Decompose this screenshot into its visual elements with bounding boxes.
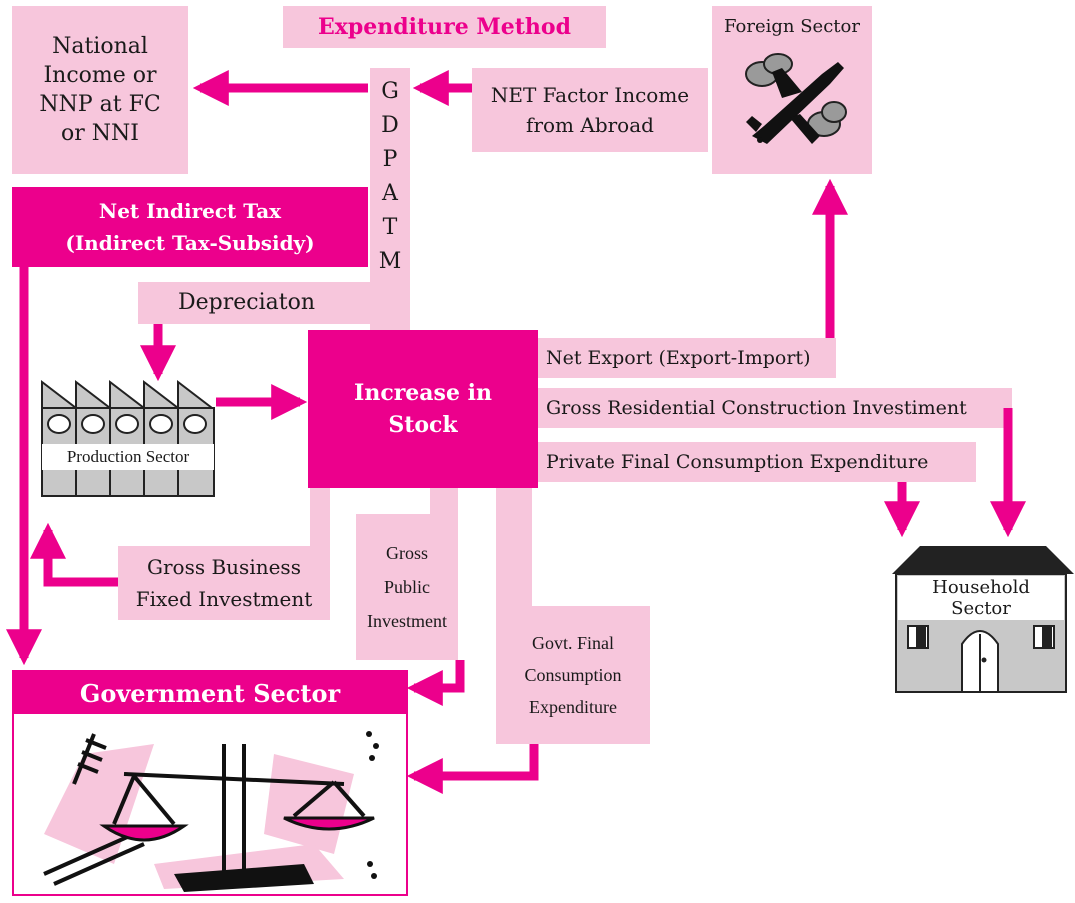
depreciation-box: Depreciaton	[138, 282, 410, 324]
gross-public-line: Public	[383, 577, 430, 597]
govt-final-line: Govt. Final	[531, 633, 614, 653]
expenditure-method-title: Expenditure Method	[283, 6, 606, 48]
gdpatm-letter: P	[382, 147, 398, 172]
gross-business-line: Gross Business	[147, 555, 301, 579]
net-indirect-tax-box: Net Indirect Tax (Indirect Tax-Subsidy)	[12, 187, 368, 267]
foreign-sector-box: Foreign Sector	[712, 6, 872, 174]
household-sector-line: Household	[932, 577, 1030, 598]
gdpatm-letter: G	[381, 79, 399, 104]
gdpatm-letter: M	[378, 249, 402, 274]
net-indirect-tax-line: Net Indirect Tax	[98, 199, 282, 223]
government-sector-box: Government Sector	[12, 670, 408, 896]
govt-final-line: Expenditure	[529, 697, 617, 717]
net-factor-income-line: from Abroad	[526, 113, 654, 137]
net-indirect-tax-line: (Indirect Tax-Subsidy)	[65, 231, 315, 255]
govt-final-strip	[496, 488, 532, 613]
private-final-box: Private Final Consumption Expenditure	[538, 442, 976, 482]
gdpatm-letter: T	[382, 215, 398, 240]
national-income-line: Income or	[43, 63, 157, 88]
national-income-box: National Income or NNP at FC or NNI	[12, 6, 188, 174]
gross-residential-box: Gross Residential Construction Investime…	[538, 388, 1012, 428]
govt-final-box: Govt. Final Consumption Expenditure	[496, 606, 650, 744]
national-income-line: National	[52, 34, 148, 59]
net-factor-income-box: NET Factor Income from Abroad	[472, 68, 708, 152]
increase-in-stock-line: Increase in	[354, 380, 492, 406]
household-sector-building: Household Sector	[890, 544, 1074, 694]
gross-public-box: Gross Public Investment	[356, 514, 458, 660]
arrow-gross-business-to-production	[30, 522, 118, 587]
gdpatm-label: G D P A T M	[370, 72, 410, 282]
gdpatm-letter: D	[381, 113, 399, 138]
arrow-govt-final-to-government	[406, 744, 539, 794]
national-income-line: NNP at FC	[39, 92, 161, 117]
gross-public-line: Investment	[367, 611, 447, 631]
net-export-box: Net Export (Export-Import)	[538, 338, 836, 378]
arrow-gross-public-to-government	[406, 660, 465, 706]
gross-business-line: Fixed Investment	[135, 587, 313, 611]
gross-public-line: Gross	[385, 543, 428, 563]
gdpatm-letter: A	[382, 181, 398, 206]
scales-of-justice-icon	[43, 731, 379, 892]
household-sector-line: Sector	[951, 598, 1011, 619]
increase-in-stock-line: Stock	[388, 412, 458, 438]
gross-business-box: Gross Business Fixed Investment	[118, 546, 330, 620]
government-sector-title: Government Sector	[14, 672, 406, 714]
production-sector-label: Production Sector	[42, 444, 214, 470]
airplane-icon	[745, 53, 847, 144]
foreign-sector-label: Foreign Sector	[724, 16, 860, 37]
gross-business-strip	[310, 488, 330, 548]
govt-final-line: Consumption	[524, 665, 622, 685]
net-factor-income-line: NET Factor Income	[490, 83, 690, 107]
production-sector-building: Production Sector	[40, 378, 216, 498]
national-income-line: or NNI	[61, 121, 139, 146]
increase-in-stock-box: Increase in Stock	[308, 330, 538, 488]
household-sector-label: Household Sector	[898, 576, 1064, 620]
